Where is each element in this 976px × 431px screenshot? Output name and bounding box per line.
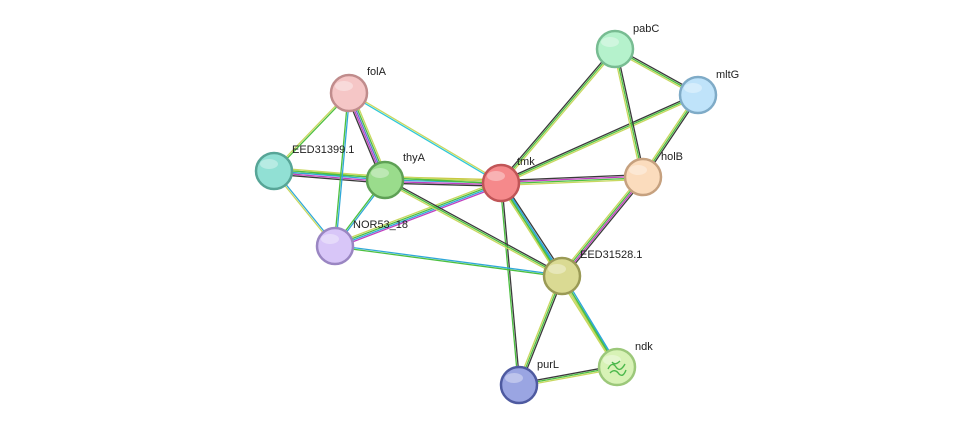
edge-evidence-line xyxy=(501,177,644,185)
edge-tmk-nor53-18 xyxy=(333,180,503,249)
node-eed31399-1[interactable]: EED31399.1 xyxy=(254,144,354,191)
node-label: purL xyxy=(537,359,559,371)
edge-evidence-line xyxy=(500,175,643,183)
node-label: pabC xyxy=(633,23,659,35)
edge-evidence-line xyxy=(500,94,699,184)
edge-evidence-line xyxy=(384,180,501,186)
edge-evidence-line xyxy=(614,48,644,178)
edge-fola-nor53-18 xyxy=(333,92,351,247)
edge-evidence-line xyxy=(499,183,519,386)
edge-nor53-18-eed31528-1 xyxy=(334,244,563,278)
edge-evidence-line xyxy=(559,175,642,275)
edge-evidence-line xyxy=(334,181,501,246)
node-circle[interactable] xyxy=(542,256,582,296)
edge-evidence-line xyxy=(615,48,646,177)
node-label: ndk xyxy=(635,341,653,353)
edge-evidence-line xyxy=(501,49,617,185)
edge-evidence-line xyxy=(612,49,643,178)
node-highlight xyxy=(684,83,702,93)
edge-evidence-line xyxy=(563,178,646,278)
node-circle[interactable] xyxy=(597,347,637,387)
edge-evidence-line xyxy=(335,244,563,276)
edge-evidence-line xyxy=(334,246,562,278)
node-highlight xyxy=(487,171,505,181)
node-highlight xyxy=(260,159,278,169)
node-thya[interactable]: thyA xyxy=(365,152,426,200)
edge-tmk-purl xyxy=(499,182,521,386)
edge-evidence-line xyxy=(500,92,698,183)
node-label: tmk xyxy=(517,156,535,168)
edge-evidence-line xyxy=(518,275,563,386)
node-highlight xyxy=(335,81,353,91)
node-highlight xyxy=(603,355,621,365)
edge-eed31528-1-purl xyxy=(516,275,565,386)
edge-evidence-line xyxy=(333,180,501,245)
edge-evidence-line xyxy=(384,182,501,187)
edge-tmk-mltg xyxy=(500,92,699,186)
node-circle[interactable] xyxy=(481,163,521,203)
node-label: thyA xyxy=(403,152,426,164)
edge-pabc-holb xyxy=(612,48,646,178)
edge-evidence-line xyxy=(499,47,615,183)
node-label: holB xyxy=(661,151,683,163)
node-label: EED31399.1 xyxy=(292,144,354,156)
edge-tmk-pabc xyxy=(499,47,617,185)
edge-evidence-line xyxy=(333,92,349,246)
edge-evidence-line xyxy=(501,182,521,385)
node-circle[interactable] xyxy=(678,75,718,115)
node-highlight xyxy=(629,165,647,175)
node-highlight xyxy=(371,168,389,178)
edge-evidence-line xyxy=(516,275,562,385)
node-highlight xyxy=(548,264,566,274)
edge-evidence-line xyxy=(500,173,643,182)
edge-evidence-line xyxy=(562,177,645,277)
edge-evidence-line xyxy=(385,178,564,276)
protein-structure-icon xyxy=(607,360,627,377)
node-eed31528-1[interactable]: EED31528.1 xyxy=(542,249,642,296)
node-label: folA xyxy=(367,66,387,78)
node-circle[interactable] xyxy=(595,29,635,69)
node-circle[interactable] xyxy=(315,226,355,266)
node-tmk[interactable]: tmk xyxy=(481,156,535,203)
node-circle[interactable] xyxy=(499,365,539,405)
edge-evidence-line xyxy=(384,179,563,277)
edge-evidence-line xyxy=(383,180,562,278)
node-ndk[interactable]: ndk xyxy=(597,341,653,387)
edge-evidence-line xyxy=(348,93,501,185)
edge-evidence-line xyxy=(500,48,616,184)
edge-evidence-line xyxy=(335,183,502,248)
node-label: mltG xyxy=(716,69,739,81)
edge-evidence-line xyxy=(560,176,643,276)
edge-tmk-holb xyxy=(500,173,644,187)
node-pabc[interactable]: pabC xyxy=(595,23,659,69)
node-fola[interactable]: folA xyxy=(329,66,387,113)
node-holb[interactable]: holB xyxy=(623,151,683,197)
edge-evidence-line xyxy=(519,276,565,386)
node-mltg[interactable]: mltG xyxy=(678,69,739,115)
edge-evidence-line xyxy=(335,184,503,249)
edge-evidence-line xyxy=(335,93,351,247)
node-highlight xyxy=(321,234,339,244)
node-nor53-18[interactable]: NOR53_18 xyxy=(315,219,408,266)
edge-holb-eed31528-1 xyxy=(559,175,646,278)
edge-evidence-line xyxy=(501,95,699,186)
node-highlight xyxy=(505,373,523,383)
edge-tmk-fola xyxy=(348,91,502,185)
edge-thya-eed31528-1 xyxy=(383,178,564,278)
node-circle[interactable] xyxy=(254,151,294,191)
edge-evidence-line xyxy=(501,178,644,187)
node-label: NOR53_18 xyxy=(353,219,408,231)
node-purl[interactable]: purL xyxy=(499,359,559,405)
edge-evidence-line xyxy=(349,91,502,183)
node-circle[interactable] xyxy=(329,73,369,113)
node-circle[interactable] xyxy=(365,160,405,200)
node-highlight xyxy=(601,37,619,47)
node-label: EED31528.1 xyxy=(580,249,642,261)
node-circle[interactable] xyxy=(623,157,663,197)
